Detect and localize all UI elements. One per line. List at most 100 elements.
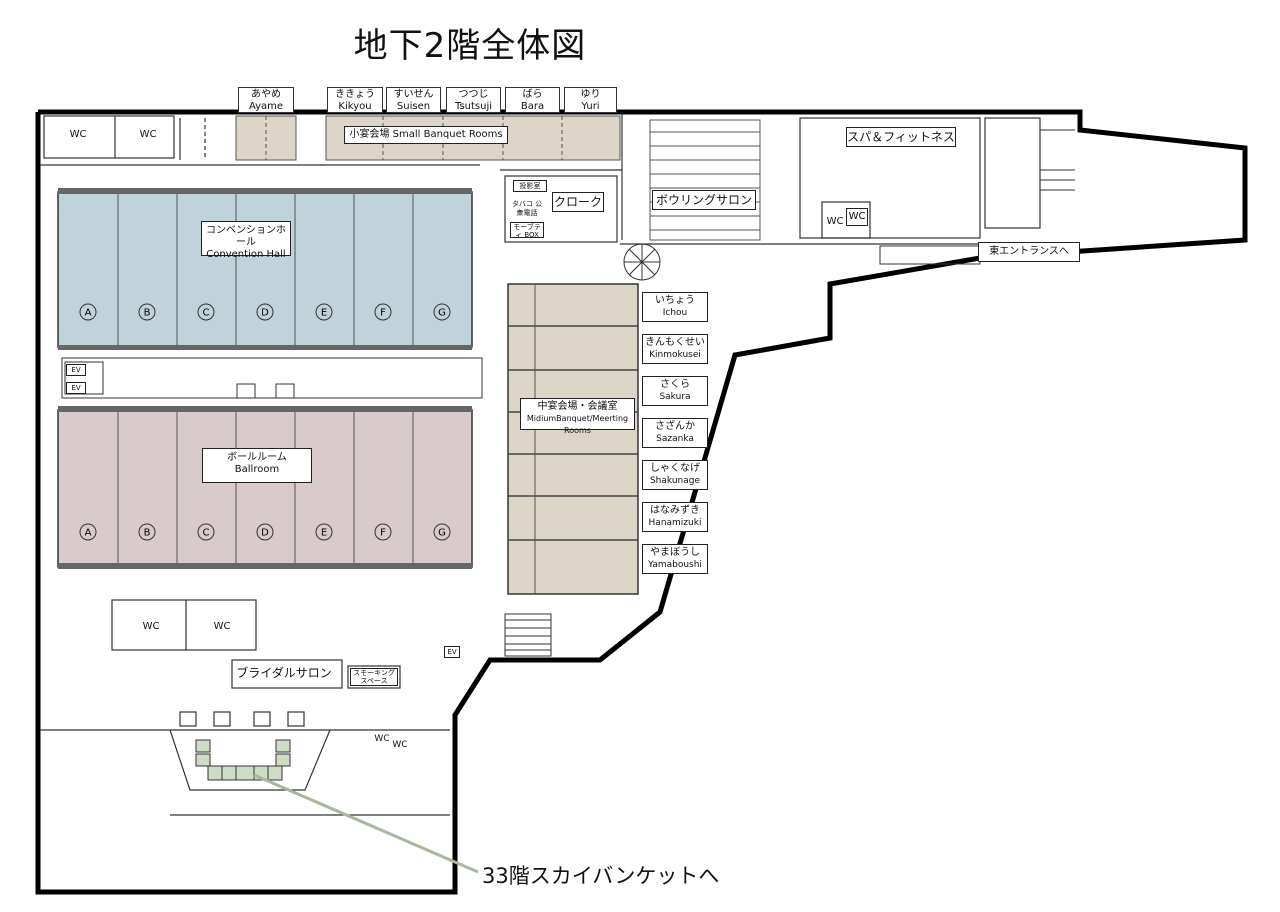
convention-hall-area [57,188,473,350]
room-jp: きんもくせい [645,337,705,348]
convention-section-d-circle [256,303,274,321]
bowling-label[interactable]: ボウリングサロン [652,190,756,210]
convention-section-b-label[interactable]: B [144,308,151,319]
page-title: 地下2階全体図 [353,26,587,66]
ballroom-section-d-label[interactable]: D [261,528,269,539]
ballroom-section-markers: A B C D E F G [79,523,451,541]
banquet-label-bara[interactable]: ばら Bara [505,87,560,113]
ballroom-section-e-circle [315,523,333,541]
convention-section-e-circle [315,303,333,321]
room-label-ichou[interactable]: いちょう Ichou [642,292,708,322]
convention-section-f-circle [374,303,392,321]
convention-hall-label[interactable]: コンベンションホール Convention Hall [201,221,291,260]
convention-section-g-circle [433,303,451,321]
ballroom-section-b-label[interactable]: B [144,528,151,539]
ballroom-en: Ballroom [234,464,280,475]
ballroom-section-g-circle [433,523,451,541]
banquet-label-yuri[interactable]: ゆり Yuri [564,87,617,113]
room-label-sazanka[interactable]: さざんか Sazanka [642,418,708,448]
room-en: Sazanka [656,434,694,444]
wc-label: WC [139,129,157,140]
ballroom-section-c-circle [197,523,215,541]
room-en: Ichou [662,308,688,318]
wc-label: WC [69,129,87,140]
convention-hall-jp: コンベンションホール [206,225,286,248]
medium-banquet-jp: 中宴会場・会議室 [537,401,618,412]
east-entrance-label[interactable]: 東エントランスへ [978,242,1080,262]
room-jp: ゆり [580,89,601,100]
wc-label: WC [392,740,408,750]
banquet-label-tsutsuji[interactable]: つつじ Tsutsuji [446,87,501,113]
room-jp: やまぼうし [650,547,700,558]
room-en: Yuri [581,101,600,112]
ballroom-area [57,406,473,569]
wc-label: WC [213,621,231,632]
room-label-shakunage[interactable]: しゃくなげ Shakunage [642,460,708,490]
ev-label: EV [66,382,86,394]
convention-section-a-label[interactable]: A [85,308,92,319]
convention-section-c-circle [197,303,215,321]
convention-hall-en: Convention Hall [206,249,286,260]
ballroom-section-g-label[interactable]: G [438,528,446,539]
medium-banquet-en: MidiumBanquet/Meerting Rooms [526,414,629,435]
convention-section-e-label[interactable]: E [321,308,327,319]
room-en: Kikyou [338,101,372,112]
wc-label: WC [142,621,160,632]
room-label-kinmokusei[interactable]: きんもくせい Kinmokusei [642,334,708,364]
room-en: Suisen [396,101,431,112]
ballroom-section-a-circle [79,523,97,541]
convention-section-f-label[interactable]: F [380,308,386,319]
room-en: Sakura [659,392,691,402]
convention-section-d-label[interactable]: D [261,308,269,319]
ballroom-label[interactable]: ボールルーム Ballroom [202,448,312,483]
room-jp: はなみずき [650,505,700,516]
bowling-lanes [649,119,761,241]
room-label-sakura[interactable]: さくら Sakura [642,376,708,406]
room-jp: しゃくなげ [650,463,700,474]
ballroom-section-d-circle [256,523,274,541]
ballroom-section-f-circle [374,523,392,541]
sky-banquet-guide-line [253,773,479,874]
bridal-salon-label[interactable]: ブライダルサロン [236,666,332,680]
ev-label: EV [66,364,86,376]
room-en: Yamaboushi [648,560,702,570]
ballroom-section-b-circle [138,523,156,541]
room-en: Ayame [248,101,284,112]
convention-section-g-label[interactable]: G [438,308,446,319]
smoking-space-label: スモーキング スペース [350,668,398,686]
ballroom-section-a-label[interactable]: A [85,528,92,539]
medium-banquet-area [507,283,639,595]
room-en: Hanamizuki [648,518,702,528]
room-jp: さくら [660,379,690,390]
room-jp: すいせん [393,89,434,100]
projection-room-label: 投影室 [513,180,547,192]
ballroom-section-f-label[interactable]: F [380,528,386,539]
convention-section-b-circle [138,303,156,321]
room-en: Kinmokusei [649,350,701,360]
spa-label[interactable]: スパ＆フィットネス [846,127,956,147]
banquet-label-suisen[interactable]: すいせん Suisen [386,87,441,113]
tobacco-phone-label: タバコ 公衆電話 [511,200,543,217]
ballroom-section-e-label[interactable]: E [321,528,327,539]
ballroom-jp: ボールルーム [227,452,287,463]
room-en: Tsutsuji [454,101,493,112]
sky-banquet-note[interactable]: 33階スカイバンケットへ [482,864,720,888]
room-en: Shakunage [649,476,701,486]
room-jp: あやめ [251,89,281,100]
room-label-yamaboushi[interactable]: やまぼうし Yamaboushi [642,544,708,574]
banquet-label-ayame[interactable]: あやめ Ayame [238,87,294,113]
wc-label: WC [826,216,844,227]
cloak-label[interactable]: クローク [552,192,604,212]
small-banquet-header: 小宴会場 Small Banquet Rooms [344,126,508,144]
room-jp: いちょう [655,295,695,306]
banquet-label-kikyou[interactable]: ききょう Kikyou [327,87,383,113]
convention-section-c-label[interactable]: C [203,308,210,319]
ballroom-section-c-label[interactable]: C [203,528,210,539]
convention-section-markers: A B C D E F G [79,303,451,321]
room-label-hanamizuki[interactable]: はなみずき Hanamizuki [642,502,708,532]
outer-wall [35,109,1248,895]
medium-banquet-label[interactable]: 中宴会場・会議室 MidiumBanquet/Meerting Rooms [520,398,635,435]
room-en: Bara [520,101,545,112]
wc-label: WC [846,208,868,226]
